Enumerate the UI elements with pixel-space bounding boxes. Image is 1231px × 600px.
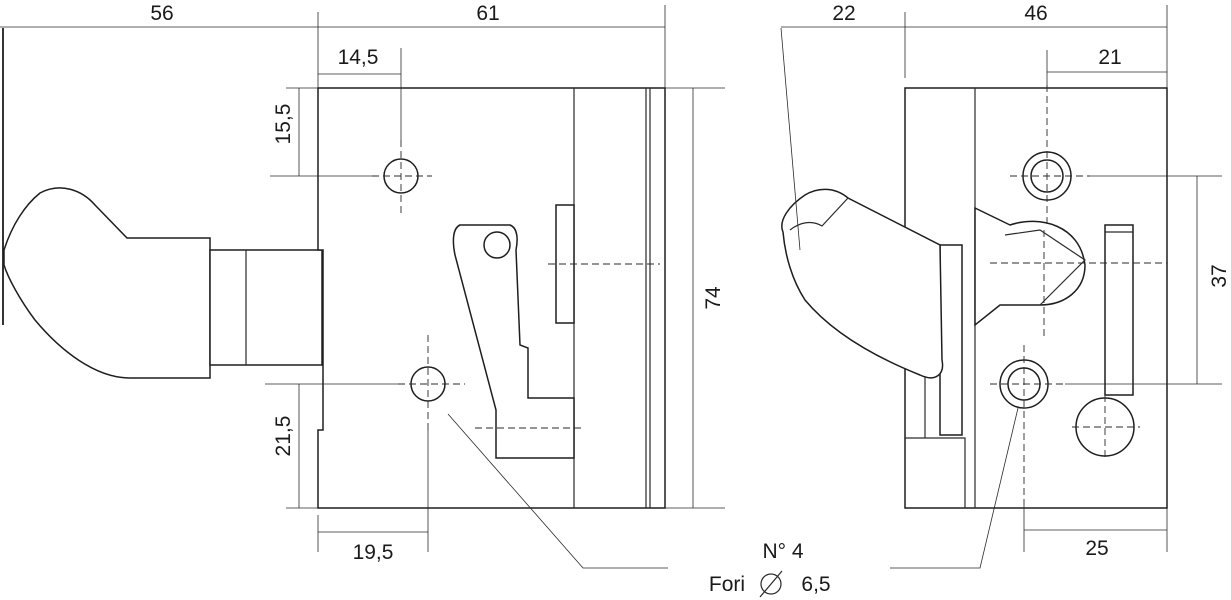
dim-right-21: 21 [1098, 46, 1121, 69]
dim-right-22: 22 [832, 2, 855, 25]
note-holes-label: Fori [709, 573, 745, 596]
right-leader-line [890, 407, 1019, 569]
dim-left-61: 61 [476, 2, 499, 25]
dim-left-56: 56 [150, 2, 173, 25]
dim-right-37: 37 [1208, 264, 1231, 287]
dim-left-21-5: 21,5 [272, 416, 295, 457]
left-handle [3, 187, 211, 379]
right-slot-bar [1104, 224, 1134, 396]
dim-left-19-5: 19,5 [353, 541, 394, 564]
left-latch-pin [483, 231, 511, 259]
right-handle [781, 188, 944, 379]
holes-note: N° 4 Fori 6,5 [709, 540, 831, 598]
note-diameter: 6,5 [801, 573, 830, 596]
left-view: 56 61 14,5 15,5 21,5 19,5 74 [0, 2, 725, 569]
dim-right-46: 46 [1024, 2, 1047, 25]
dim-left-15-5: 15,5 [272, 104, 295, 145]
right-flange [939, 244, 963, 436]
left-leader-line [447, 413, 668, 569]
right-view: 22 46 21 37 25 [780, 2, 1231, 569]
right-latch-cam [974, 206, 1086, 327]
diameter-icon [759, 570, 783, 598]
note-count: N° 4 [762, 540, 803, 563]
left-latch-arm [452, 224, 575, 459]
dim-left-74: 74 [702, 286, 725, 310]
dim-right-25: 25 [1085, 537, 1108, 560]
left-handle-shaft [209, 249, 323, 366]
dim-left-14-5: 14,5 [338, 46, 379, 69]
